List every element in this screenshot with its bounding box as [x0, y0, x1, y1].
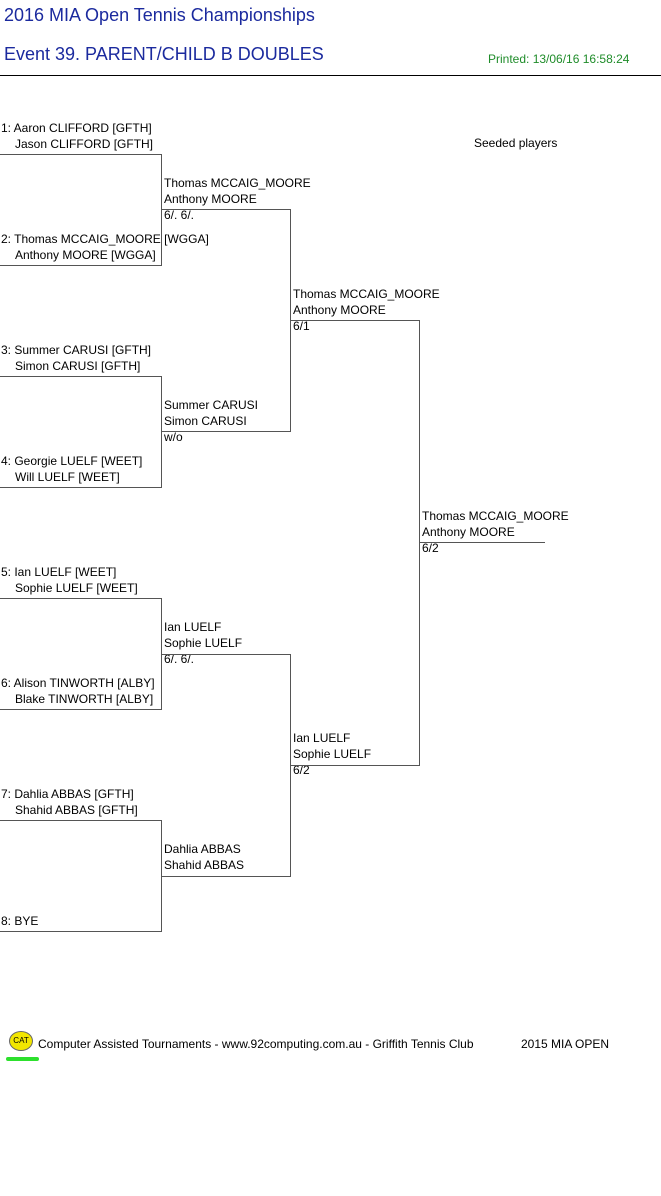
round2-winner-2: Summer CARUSI Simon CARUSI	[164, 397, 258, 429]
round3-winner-1: Thomas MCCAIG_MOORE Anthony MOORE	[293, 286, 440, 318]
bracket-line	[0, 598, 162, 599]
entry-line-1: 7: Dahlia ABBAS [GFTH]	[1, 787, 134, 801]
champion-entry: Thomas MCCAIG_MOORE Anthony MOORE	[422, 508, 569, 540]
winner-line-1: Thomas MCCAIG_MOORE	[422, 509, 569, 523]
seeded-players-label: Seeded players	[474, 136, 558, 150]
footer-edition: 2015 MIA OPEN	[521, 1037, 610, 1051]
winner-line-2: Anthony MOORE	[422, 525, 515, 539]
bracket-line	[419, 542, 545, 543]
bracket-connector	[161, 154, 162, 266]
match-score: 6/2	[422, 541, 439, 555]
printed-timestamp: Printed: 13/06/16 16:58:24	[488, 52, 630, 66]
winner-line-2: Shahid ABBAS	[164, 858, 245, 872]
winner-line-2: Anthony MOORE	[293, 303, 386, 317]
winner-line-2: Sophie LUELF	[164, 636, 243, 650]
draw-entry-3: 3: Summer CARUSI [GFTH] Simon CARUSI [GF…	[1, 342, 151, 374]
winner-line-1: Thomas MCCAIG_MOORE	[293, 287, 440, 301]
cat-logo-icon: CAT	[9, 1031, 33, 1051]
bracket-connector	[161, 376, 162, 488]
bracket-line	[161, 431, 291, 432]
entry-line-1: 3: Summer CARUSI [GFTH]	[1, 343, 152, 357]
entry-line-1: 5: Ian LUELF [WEET]	[1, 565, 117, 579]
entry-line-2: Will LUELF [WEET]	[15, 470, 120, 484]
draw-entry-6: 6: Alison TINWORTH [ALBY] Blake TINWORTH…	[1, 675, 155, 707]
entry-line-2: Jason CLIFFORD [GFTH]	[15, 137, 154, 151]
winner-line-1: Dahlia ABBAS	[164, 842, 241, 856]
entry-line-1: 6: Alison TINWORTH [ALBY]	[1, 676, 155, 690]
bracket-line	[290, 765, 420, 766]
match-score: 6/. 6/.	[164, 208, 195, 222]
winner-line-1: Ian LUELF	[293, 731, 351, 745]
entry-line-1: 1: Aaron CLIFFORD [GFTH]	[1, 121, 152, 135]
footer-credit: Computer Assisted Tournaments - www.92co…	[38, 1037, 474, 1051]
bracket-line	[0, 154, 162, 155]
bracket-line	[161, 876, 291, 877]
bracket-connector	[419, 320, 420, 766]
bracket-line	[290, 320, 420, 321]
winner-line-1: Thomas MCCAIG_MOORE	[164, 176, 311, 190]
draw-entry-1: 1: Aaron CLIFFORD [GFTH] Jason CLIFFORD …	[1, 120, 153, 152]
bracket-line	[0, 265, 162, 266]
bracket-line	[0, 931, 162, 932]
bracket-line	[0, 709, 162, 710]
winner-line-1: Summer CARUSI	[164, 398, 259, 412]
entry-line-2: Anthony MOORE [WGGA]	[15, 248, 156, 262]
event-title: Event 39. PARENT/CHILD B DOUBLES	[4, 44, 324, 64]
winner-line-2: Sophie LUELF	[293, 747, 372, 761]
winner-line-1: Ian LUELF	[164, 620, 222, 634]
bracket-line	[0, 820, 162, 821]
entry-line-2: Blake TINWORTH [ALBY]	[15, 692, 154, 706]
draw-entry-4: 4: Georgie LUELF [WEET] Will LUELF [WEET…	[1, 453, 142, 485]
draw-entry-2: 2: Thomas MCCAIG_MOORE [WGGA] Anthony MO…	[1, 231, 209, 263]
match-score: 6/. 6/.	[164, 652, 195, 666]
header-divider	[0, 75, 661, 76]
match-score: w/o	[164, 430, 183, 444]
entry-line-2: Simon CARUSI [GFTH]	[15, 359, 141, 373]
round2-winner-4: Dahlia ABBAS Shahid ABBAS	[164, 841, 244, 873]
bracket-line	[0, 487, 162, 488]
round2-winner-1: Thomas MCCAIG_MOORE Anthony MOORE	[164, 175, 311, 207]
draw-entry-8: 8: BYE	[1, 914, 39, 928]
winner-line-2: Anthony MOORE	[164, 192, 257, 206]
match-score: 6/2	[293, 763, 310, 777]
bracket-line	[0, 376, 162, 377]
entry-line-2: Shahid ABBAS [GFTH]	[15, 803, 138, 817]
bracket-line	[161, 209, 291, 210]
draw-entry-5: 5: Ian LUELF [WEET] Sophie LUELF [WEET]	[1, 564, 138, 596]
entry-line-1: 2: Thomas MCCAIG_MOORE [WGGA]	[1, 232, 209, 246]
entry-line-2: Sophie LUELF [WEET]	[15, 581, 138, 595]
entry-line-1: 4: Georgie LUELF [WEET]	[1, 454, 143, 468]
tournament-title: 2016 MIA Open Tennis Championships	[4, 5, 315, 25]
bracket-line	[161, 654, 291, 655]
logo-underline	[6, 1057, 39, 1061]
winner-line-2: Simon CARUSI	[164, 414, 247, 428]
match-score: 6/1	[293, 319, 310, 333]
round3-winner-2: Ian LUELF Sophie LUELF	[293, 730, 371, 762]
draw-entry-7: 7: Dahlia ABBAS [GFTH] Shahid ABBAS [GFT…	[1, 786, 138, 818]
round2-winner-3: Ian LUELF Sophie LUELF	[164, 619, 242, 651]
